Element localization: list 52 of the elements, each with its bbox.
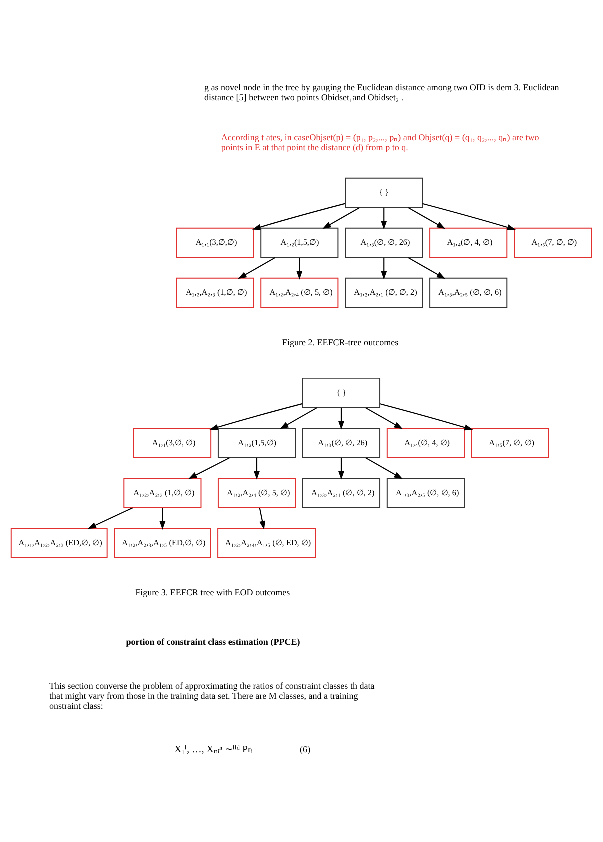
node-box: { }: [302, 377, 381, 408]
arrow: [188, 457, 230, 479]
label: X₁ⁱ, …, Xₙᵢⁿ ∼ⁱⁱᵈ Prᵢ: [174, 744, 253, 755]
arrow: [366, 457, 403, 479]
node-box: A₁,₂,A₂,₃,A₁,₅ (ED,∅, ∅): [114, 528, 212, 558]
node-box: A₁,₅(7, ∅, ∅): [514, 227, 592, 258]
node-box: A₁,₂,A₂,₃ (1,∅, ∅): [176, 277, 254, 308]
arrow: [338, 458, 345, 480]
node-box: A₁,₃,A₂,₁ (∅, ∅, 2): [302, 478, 381, 508]
arrow: [280, 407, 318, 429]
arrow: [88, 507, 134, 529]
arrow: [366, 407, 403, 429]
node-box: A₁,₂,A₂,₃ (1,∅, ∅): [124, 478, 202, 508]
node-box: A₁,₂(1,5,∅): [260, 227, 339, 258]
node-box: A₁,₃,A₂,₅ (∅, ∅, 6): [430, 277, 508, 308]
node-box: A₁,₁(3,∅, ∅): [134, 427, 212, 458]
arrow: [238, 256, 276, 279]
arrow: [210, 402, 303, 430]
arrow: [381, 257, 388, 280]
label: According t ates, in caseObjset(p) = (p₁, p₂,..., pₙ) and Objset(q) = (q₁, q₂,..., qₙ) are two points in E at that point the distance (d) from p to q.: [221, 132, 540, 152]
node-box: { }: [345, 177, 424, 208]
label: Figure 2. EEFCR-tree outcomes: [282, 336, 399, 347]
node-box: A₁,₂,A₂,₄ (∅, 5, ∅): [260, 277, 339, 308]
arrow: [408, 256, 446, 279]
label: This section converse the problem of approximating the ratios of constraint classes th data that might vary from those in the training data set. There are M classes, and a training onstraint class:: [50, 680, 375, 710]
arrow: [380, 403, 474, 430]
arrow: [338, 408, 345, 430]
arrow: [322, 206, 360, 229]
node-box: A₁,₄(∅, 4, ∅): [430, 227, 508, 258]
arrow: [422, 202, 516, 230]
node-box: A₁,₃(∅, ∅, 26): [345, 227, 424, 258]
arrow: [252, 202, 346, 230]
node-box: A₁,₄(∅, 4, ∅): [386, 427, 465, 458]
node-box: A₁,₃,A₂,₁ (∅, ∅, 2): [345, 277, 424, 308]
label: portion of constraint class estimation (PPCE): [126, 636, 300, 646]
node-box: A₁,₁(3,∅,∅): [176, 227, 254, 258]
node-box: A₁,₂(1,5,∅): [218, 427, 296, 458]
arrow: [408, 206, 446, 229]
node-box: A₁,₂,A₂,₄,A₁,₅ (∅, ED, ∅): [218, 528, 316, 558]
arrow: [296, 257, 303, 280]
node-box: A₁,₃(∅, ∅, 26): [302, 427, 381, 458]
node-box: A₁,₃,A₂,₅ (∅, ∅, 6): [386, 478, 465, 508]
arrow: [259, 507, 266, 530]
label: (6): [300, 744, 311, 754]
label: g as novel node in the tree by gauging the Euclidean distance among two OID is dem 3. Euclidean distance [5] between two points Obidset₁and Obidset₂ .: [204, 82, 560, 102]
node-box: A₁,₂,A₂,₄ (∅, 5, ∅): [218, 478, 296, 508]
node-box: A₁,₅(7, ∅, ∅): [471, 427, 550, 458]
arrow: [254, 458, 260, 480]
arrow: [160, 508, 166, 530]
arrow: [381, 207, 388, 230]
node-box: A₁,₁,A₁,₂,A₂,₃ (ED,∅, ∅): [10, 528, 108, 558]
label: Figure 3. EEFCR tree with EOD outcomes: [136, 587, 290, 598]
